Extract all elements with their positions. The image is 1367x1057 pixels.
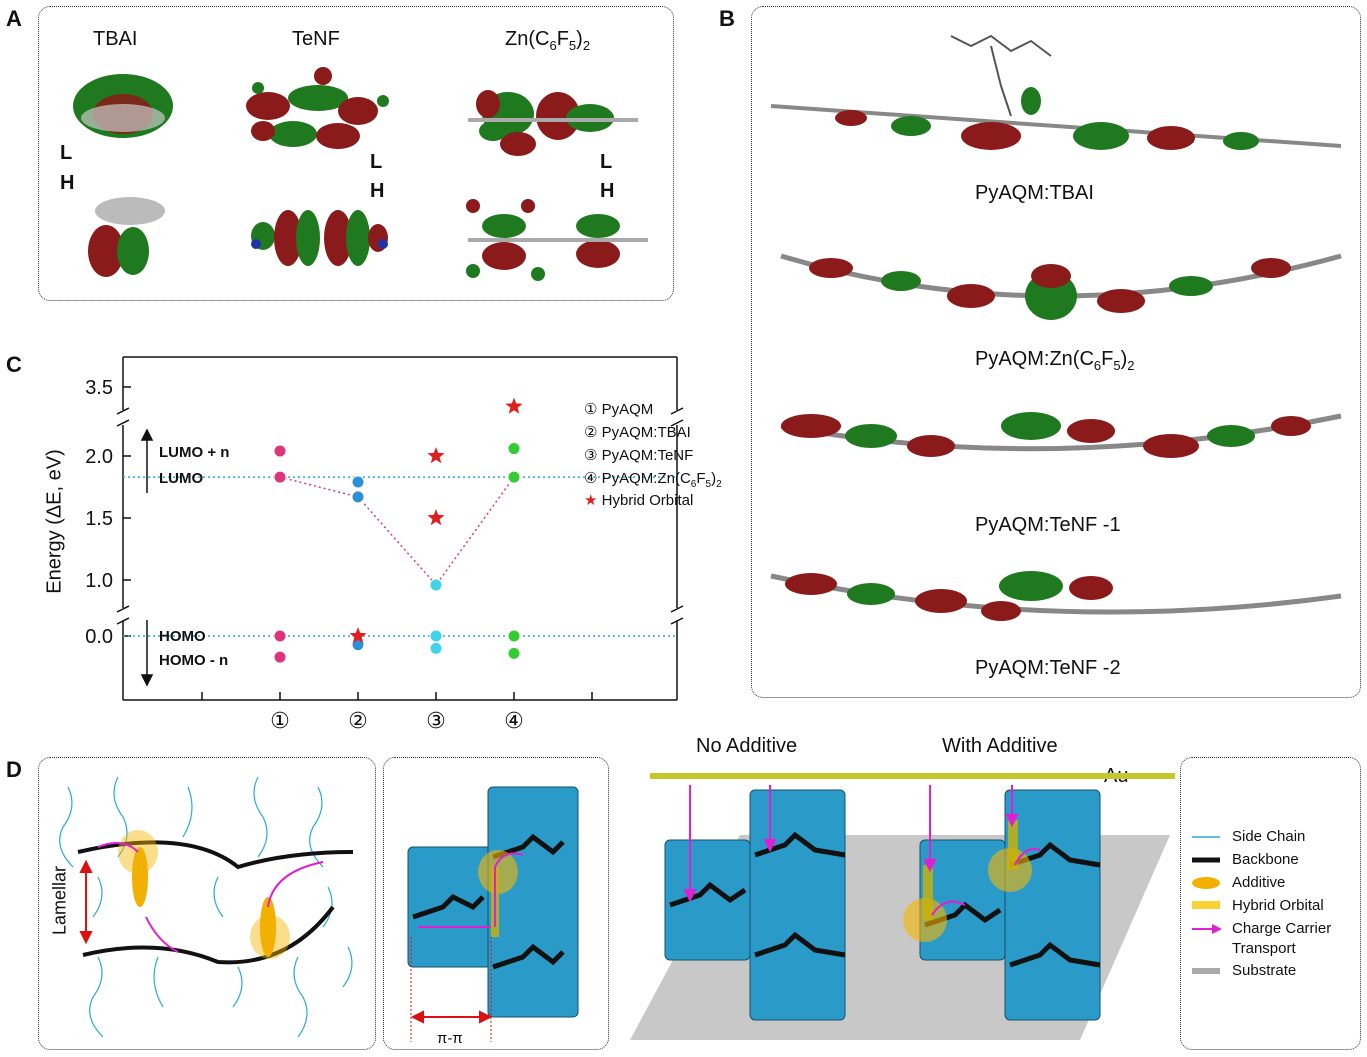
label-h-tenf: H	[370, 180, 385, 202]
chart-frame	[116, 356, 684, 701]
tenf-homo-orbital	[251, 210, 388, 266]
panel-b-structures	[770, 34, 1342, 621]
panel-d-legend-box	[1180, 757, 1361, 1050]
pyaqm-zn-structure	[780, 253, 1342, 320]
caption-tbai: PyAQM:TBAI	[975, 182, 1094, 204]
pi-pi-label: π-π	[437, 1030, 463, 1047]
energy-point	[273, 470, 287, 484]
label-homo: HOMO	[159, 628, 206, 645]
pyaqm-tbai-structure	[770, 34, 1342, 150]
energy-point	[507, 470, 521, 484]
hybrid-orbital-star	[505, 397, 523, 414]
lamellar-diagram	[59, 776, 354, 1038]
legend-charge-carrier: Charge Carrier	[1232, 920, 1332, 937]
y-tick-label: 1.0	[85, 570, 113, 592]
hybrid-orbital-swatch	[1192, 901, 1220, 909]
legend-additive: Additive	[1232, 874, 1286, 891]
energy-point	[507, 646, 521, 660]
legend-pyaqm: ① PyAQM	[584, 401, 654, 418]
substrate-swatch	[1192, 968, 1220, 974]
title-zn: Zn(C6F5)2	[505, 28, 591, 53]
legend-backbone: Backbone	[1232, 851, 1299, 868]
energy-point	[429, 578, 443, 592]
zn-homo-orbital	[466, 199, 648, 281]
legend-hybrid-orbital: Hybrid Orbital	[1232, 897, 1324, 914]
y-tick-label: 0.0	[85, 626, 113, 648]
panel-b-box	[751, 6, 1361, 698]
energy-point	[429, 629, 443, 643]
label-homo-n: HOMO - n	[159, 652, 229, 669]
label-h-zn: H	[600, 180, 615, 202]
hybrid-orbital-star	[349, 627, 367, 644]
legend-hybrid: ★ Hybrid Orbital	[584, 491, 693, 509]
with-additive-label: With Additive	[942, 735, 1058, 757]
y-axis-label: Energy (ΔE, eV)	[43, 449, 66, 594]
y-tick-label: 3.5	[85, 377, 113, 399]
y-tick-label: 1.5	[85, 508, 113, 530]
label-l-tenf: L	[370, 151, 383, 173]
tbai-homo-orbital	[88, 197, 165, 277]
label-lumo: LUMO	[159, 470, 204, 487]
energy-point	[351, 475, 365, 489]
label-l-tbai: L	[60, 142, 73, 164]
x-tick-label: ②	[348, 708, 368, 733]
energy-chart: 3.5 2.0 1.5 1.0 0.0 ① ② ③ ④	[85, 356, 684, 733]
additive-swatch	[1192, 877, 1220, 889]
panel-a-box	[38, 6, 674, 301]
energy-point	[273, 650, 287, 664]
caption-zn: PyAQM:Zn(C6F5)2	[975, 348, 1135, 373]
title-tbai: TBAI	[93, 28, 138, 50]
device-diagram	[630, 773, 1175, 1040]
energy-point	[507, 629, 521, 643]
label-lumo-n: LUMO + n	[159, 444, 230, 461]
legend-tenf: ③ PyAQM:TeNF	[584, 447, 694, 464]
energy-point	[429, 641, 443, 655]
hybrid-orbital-star	[427, 447, 445, 464]
panel-a-orbitals	[73, 67, 648, 281]
pi-stack-diagram	[407, 786, 579, 1042]
energy-point	[273, 444, 287, 458]
zn-lumo-orbital	[468, 90, 638, 156]
x-tick-label: ③	[426, 708, 446, 733]
legend-tbai: ② PyAQM:TBAI	[584, 424, 691, 441]
panel-d2-box	[383, 757, 609, 1050]
label-h-tbai: H	[60, 172, 75, 194]
legend-hybrid-text: Hybrid Orbital	[601, 492, 694, 509]
tbai-lumo-orbital	[73, 74, 173, 138]
caption-tenf-1: PyAQM:TeNF -1	[975, 514, 1121, 536]
panel-d-label: D	[6, 757, 22, 782]
caption-tenf-2: PyAQM:TeNF -2	[975, 657, 1121, 679]
legend-substrate: Substrate	[1232, 962, 1297, 979]
y-tick-label: 2.0	[85, 446, 113, 468]
title-tenf: TeNF	[292, 28, 340, 50]
panel-b-label: B	[719, 6, 735, 31]
panel-d1-box	[38, 757, 376, 1050]
pyaqm-tenf-1-structure	[780, 412, 1342, 458]
x-tick-label: ④	[504, 708, 524, 733]
energy-point	[507, 442, 521, 456]
panel-c-label: C	[6, 352, 22, 377]
legend-zn: ④ PyAQM:Zn(C6F5)2	[584, 470, 722, 490]
panel-a-label: A	[6, 6, 22, 31]
no-additive-label: No Additive	[696, 735, 798, 757]
lamellar-label: Lamellar	[49, 865, 70, 936]
legend-transport: Transport	[1232, 940, 1296, 957]
level-arrows	[140, 428, 154, 687]
panel-d-legend-swatches	[1192, 836, 1222, 974]
pyaqm-tenf-2-structure	[770, 571, 1342, 621]
tenf-lumo-orbital	[246, 67, 389, 149]
star-icon: ★	[584, 492, 598, 509]
energy-point	[273, 629, 287, 643]
x-tick-label: ①	[270, 708, 290, 733]
lumo-trend-line	[279, 476, 515, 587]
legend-side-chain: Side Chain	[1232, 828, 1306, 845]
label-l-zn: L	[600, 151, 613, 173]
hybrid-orbital-star	[427, 509, 445, 526]
energy-point	[351, 490, 365, 504]
